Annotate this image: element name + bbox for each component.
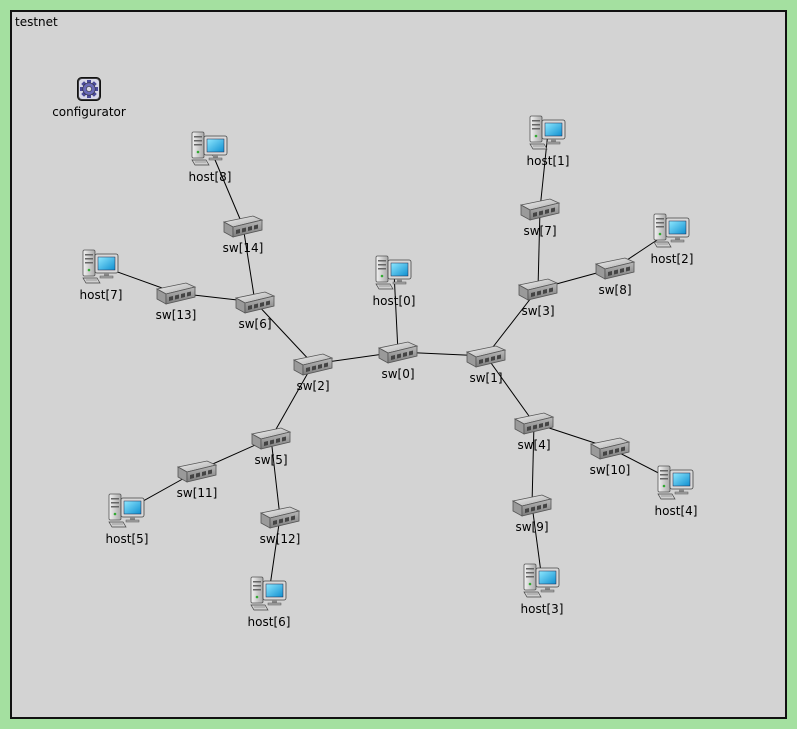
switch-node-sw0[interactable]: sw[0] <box>377 339 419 381</box>
switch-node-sw7[interactable]: sw[7] <box>519 196 561 238</box>
host-node-host0[interactable]: host[0] <box>373 252 415 308</box>
configurator-node-configurator[interactable]: configurator <box>52 77 126 119</box>
host-node-host4[interactable]: host[4] <box>655 462 697 518</box>
node-label: host[8] <box>188 170 232 184</box>
switch-node-sw1[interactable]: sw[1] <box>465 343 507 385</box>
switch-node-sw9[interactable]: sw[9] <box>511 492 553 534</box>
switch-node-sw3[interactable]: sw[3] <box>517 276 559 318</box>
host-node-host1[interactable]: host[1] <box>527 112 569 168</box>
switch-node-sw2[interactable]: sw[2] <box>292 351 334 393</box>
link-sw2-sw5 <box>270 363 314 439</box>
link-host0-sw0 <box>393 271 399 353</box>
host-node-host8[interactable]: host[8] <box>189 128 231 184</box>
switch-node-sw4[interactable]: sw[4] <box>513 410 555 452</box>
link-sw12-host6 <box>268 516 281 594</box>
node-label: sw[14] <box>222 241 264 255</box>
node-label: sw[11] <box>176 486 218 500</box>
node-label: host[5] <box>105 532 149 546</box>
network-title: testnet <box>15 15 58 29</box>
link-sw1-sw4 <box>485 355 535 424</box>
node-label: host[2] <box>650 252 694 266</box>
node-label: sw[0] <box>381 367 415 381</box>
node-label: sw[10] <box>589 463 631 477</box>
link-sw3-sw7 <box>537 208 541 290</box>
switch-node-sw6[interactable]: sw[6] <box>234 289 276 331</box>
node-label: sw[1] <box>469 371 503 385</box>
node-label: sw[6] <box>238 317 272 331</box>
link-sw14-host8 <box>209 147 244 227</box>
host-node-host2[interactable]: host[2] <box>651 210 693 266</box>
switch-node-sw13[interactable]: sw[13] <box>156 280 196 322</box>
link-sw5-sw12 <box>270 437 281 518</box>
link-sw2-sw6 <box>254 301 314 365</box>
node-label: sw[12] <box>259 532 301 546</box>
node-label: host[4] <box>654 504 698 518</box>
link-sw7-host1 <box>539 131 549 210</box>
host-node-host7[interactable]: host[7] <box>80 246 122 302</box>
node-label: sw[8] <box>598 283 632 297</box>
node-label: sw[9] <box>515 520 549 534</box>
node-label: sw[2] <box>296 379 330 393</box>
node-label: sw[13] <box>155 308 197 322</box>
host-node-host6[interactable]: host[6] <box>248 573 290 629</box>
switch-node-sw14[interactable]: sw[14] <box>223 213 263 255</box>
node-label: sw[7] <box>523 224 557 238</box>
switch-node-sw11[interactable]: sw[11] <box>177 458 217 500</box>
link-sw4-sw9 <box>531 422 535 506</box>
node-label: sw[3] <box>521 304 555 318</box>
switch-node-sw5[interactable]: sw[5] <box>250 425 292 467</box>
host-node-host5[interactable]: host[5] <box>106 490 148 546</box>
node-label: host[7] <box>79 288 123 302</box>
node-label: sw[4] <box>517 438 551 452</box>
node-label: host[6] <box>247 615 291 629</box>
switch-node-sw8[interactable]: sw[8] <box>594 255 636 297</box>
node-label: host[1] <box>526 154 570 168</box>
link-sw6-sw14 <box>242 225 256 303</box>
link-sw1-sw3 <box>485 288 539 357</box>
link-sw9-host3 <box>531 504 543 581</box>
switch-node-sw10[interactable]: sw[10] <box>590 435 630 477</box>
switch-node-sw12[interactable]: sw[12] <box>260 504 300 546</box>
network-canvas[interactable]: testnet configurator <box>10 10 787 719</box>
node-label: host[0] <box>372 294 416 308</box>
node-label: sw[5] <box>254 453 288 467</box>
node-label: configurator <box>52 105 126 119</box>
host-node-host3[interactable]: host[3] <box>521 560 563 616</box>
node-label: host[3] <box>520 602 564 616</box>
